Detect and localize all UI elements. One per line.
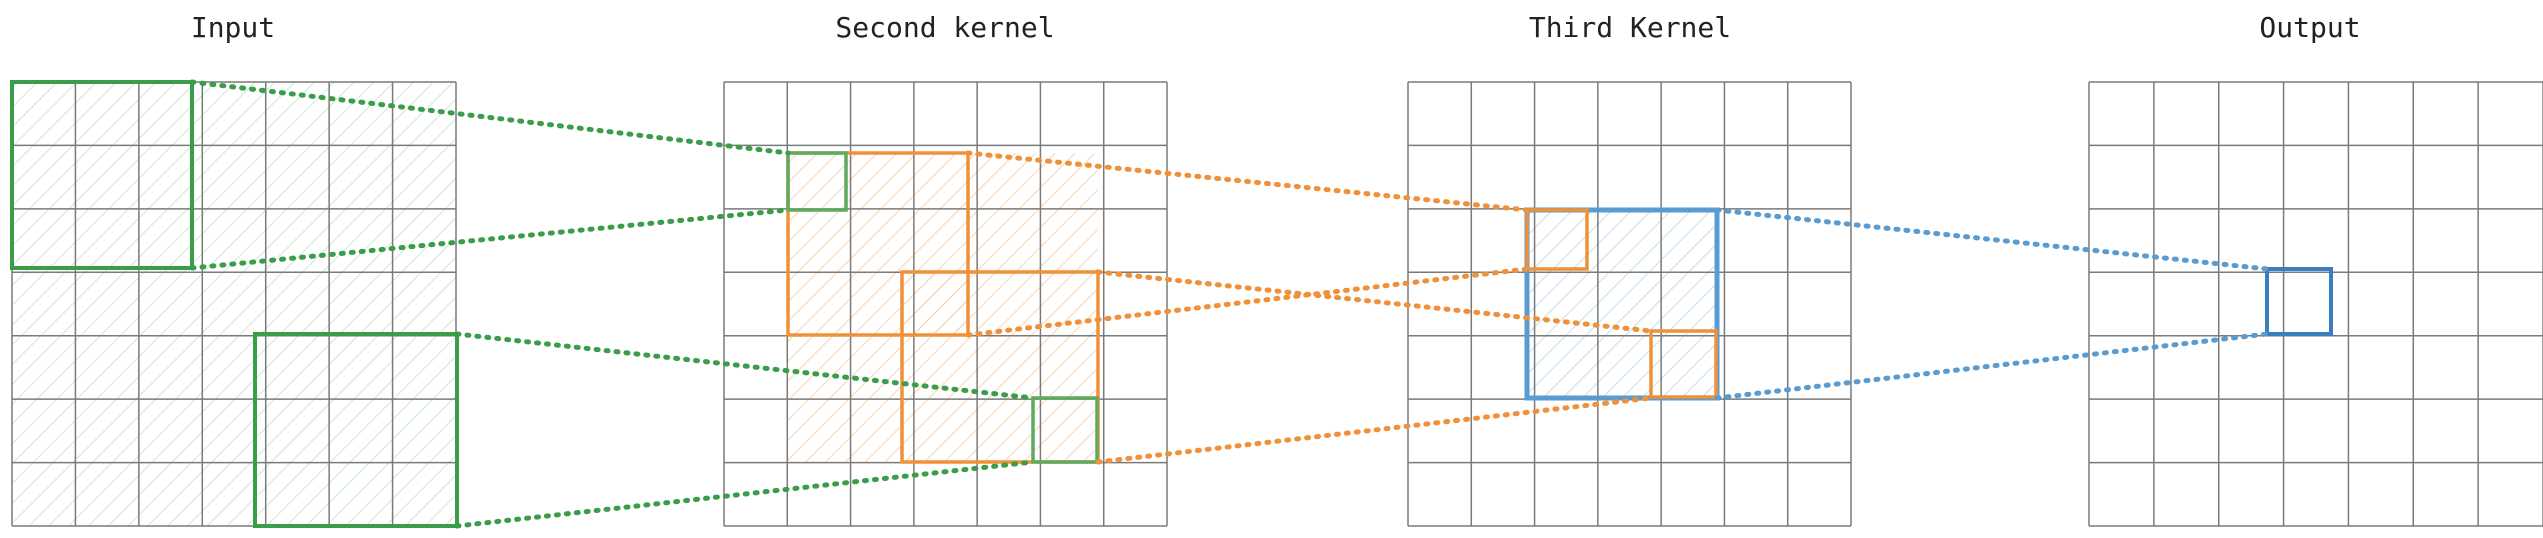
output-panel — [2088, 81, 2543, 527]
input-panel — [10, 80, 459, 528]
third-kernel-grid — [1407, 81, 1852, 527]
connector-green-4 — [454, 459, 1036, 529]
panel-title-input: Input — [191, 11, 275, 44]
output-cell — [2265, 267, 2333, 336]
panel-title-output: Output — [2259, 11, 2360, 44]
panel-title-second-kernel: Second kernel — [835, 11, 1054, 44]
second-kernel-cell-bottom-green — [1031, 396, 1099, 464]
second-kernel-box-bottom — [900, 270, 1100, 464]
third-kernel-cell-bottom-orange — [1649, 329, 1718, 399]
second-kernel-cell-top-green — [786, 151, 848, 212]
third-kernel-box — [1524, 207, 1720, 401]
output-grid — [2088, 81, 2543, 527]
second-kernel-panel — [723, 81, 1168, 527]
connectors — [189, 79, 2270, 529]
input-hatch — [12, 82, 456, 526]
third-kernel-panel — [1407, 81, 1852, 527]
third-kernel-hatch — [1527, 210, 1717, 398]
connector-orange-1 — [965, 150, 1530, 213]
second-kernel-hatch-c — [968, 153, 1098, 272]
connector-green-2 — [189, 207, 791, 271]
third-kernel-cell-top-orange — [1525, 208, 1589, 271]
input-receptive-box-top — [10, 80, 194, 270]
connector-orange-2 — [965, 266, 1530, 338]
second-kernel-hatch-b — [902, 272, 1098, 462]
input-receptive-box-bottom — [253, 332, 459, 528]
connector-green-1 — [189, 79, 791, 156]
connector-blue-1 — [1714, 207, 2270, 272]
connector-orange-4 — [1095, 395, 1654, 465]
connector-blue-2 — [1714, 331, 2270, 401]
connector-green-3 — [454, 331, 1036, 401]
second-kernel-box-top — [786, 151, 970, 337]
panel-title-third-kernel: Third Kernel — [1529, 11, 1731, 44]
connector-orange-3 — [1095, 269, 1654, 334]
